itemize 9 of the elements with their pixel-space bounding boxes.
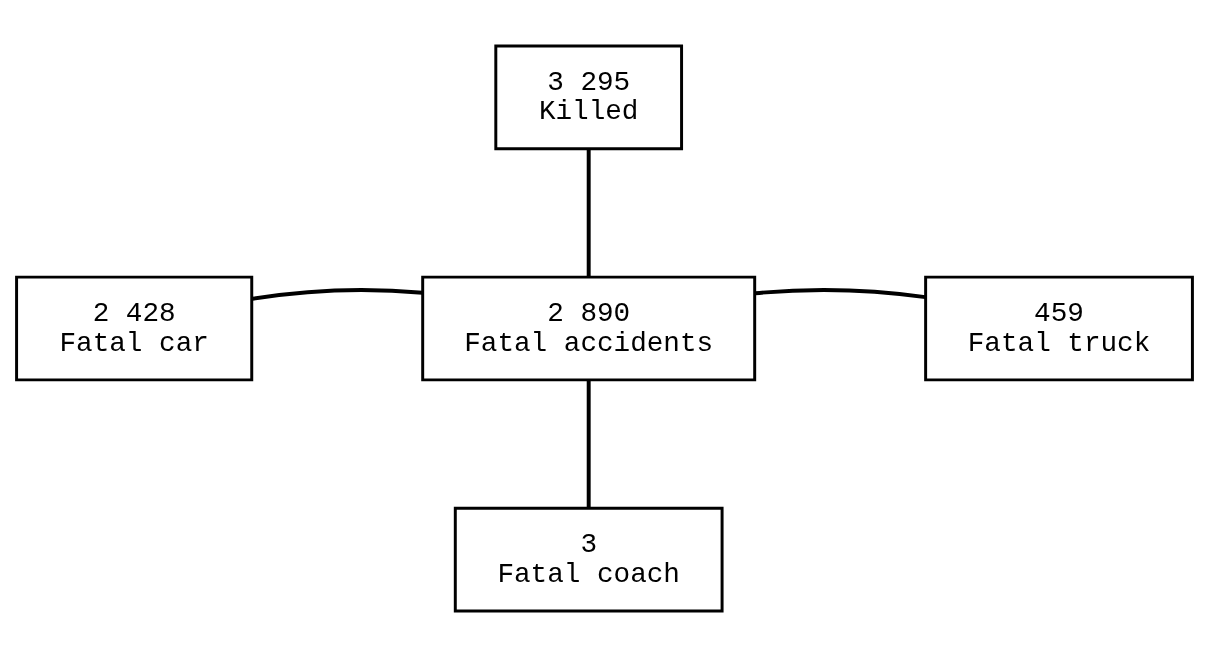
node-box: 3 Fatal coach	[453, 506, 724, 613]
connector	[251, 288, 423, 301]
node-box: 2 428 Fatal car	[15, 275, 254, 382]
connector	[586, 380, 591, 508]
connector	[754, 288, 926, 300]
connector	[586, 149, 591, 277]
node-box: 3 295 Killed	[494, 44, 684, 151]
node-box: 2 890 Fatal accidents	[421, 275, 757, 382]
node-box: 459 Fatal truck	[924, 275, 1194, 382]
